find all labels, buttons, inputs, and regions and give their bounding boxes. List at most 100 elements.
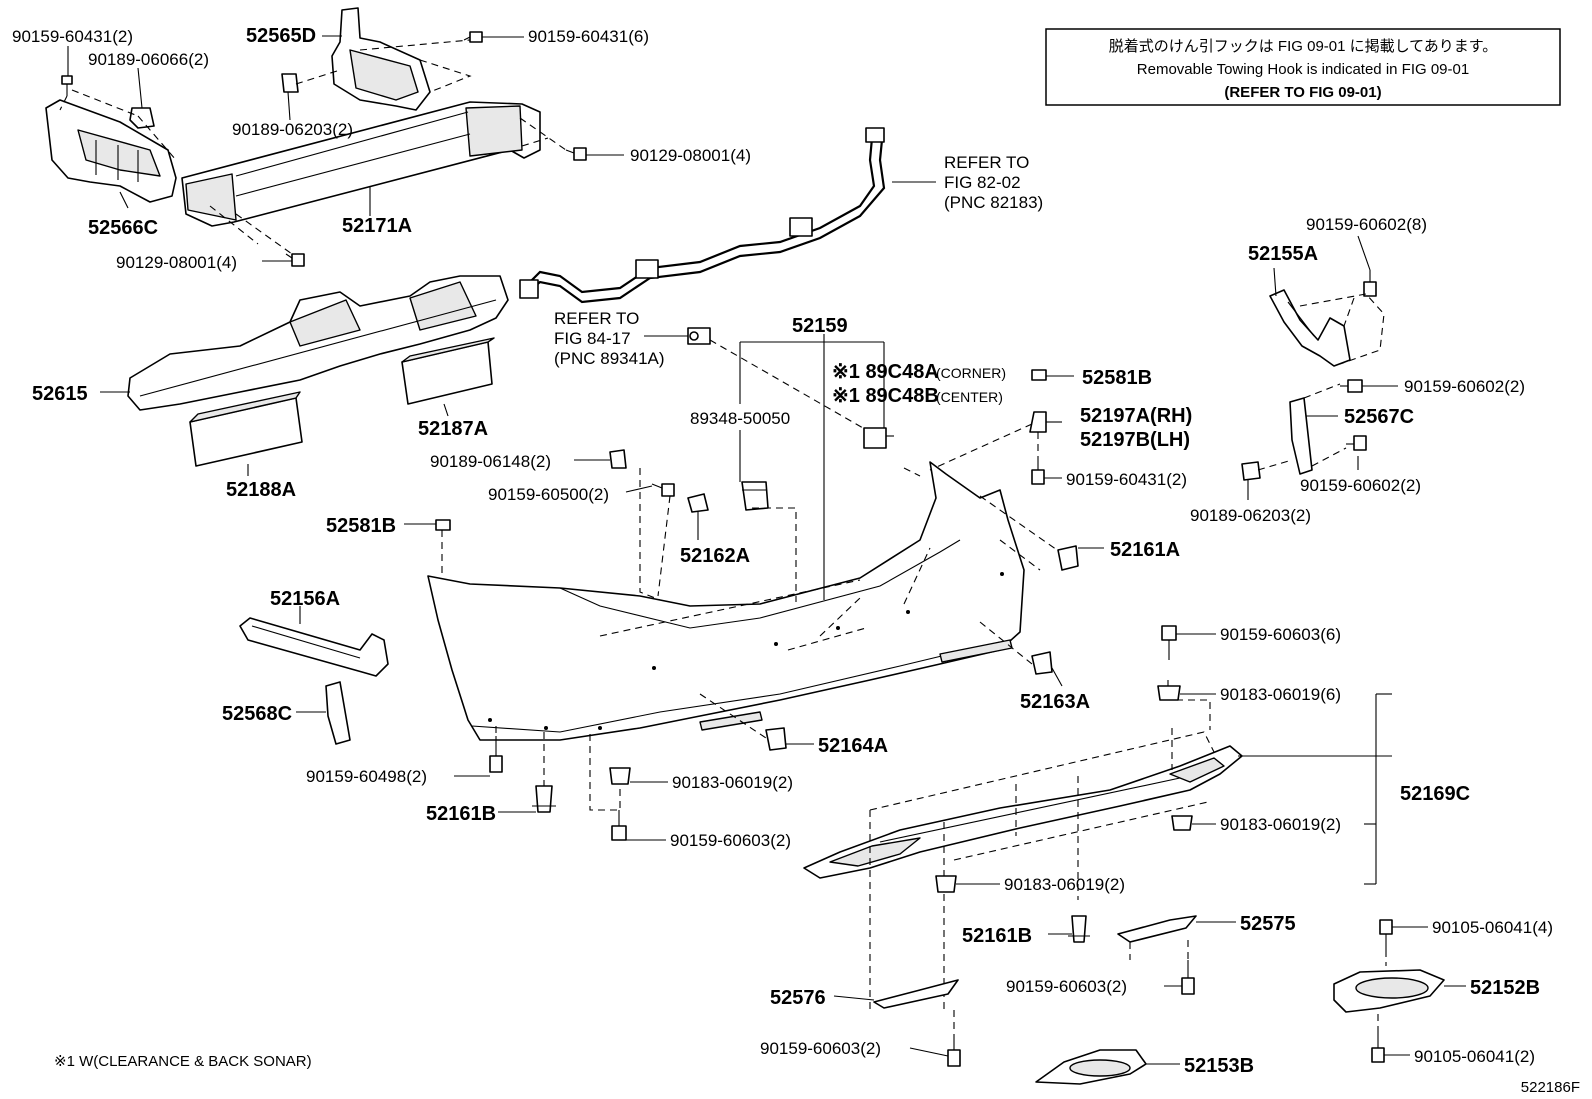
clip-icon — [1241, 461, 1261, 481]
bolt-icon — [565, 147, 587, 161]
bolt-icon — [463, 31, 483, 43]
label-52575: 52575 — [1240, 913, 1296, 935]
ref-sensor-line1: REFER TO — [554, 309, 639, 328]
ref-harness-line3: (PNC 82183) — [944, 193, 1043, 212]
label-52576: 52576 — [770, 987, 826, 1009]
nut-icon — [1157, 685, 1181, 701]
label-52568c: 52568C — [222, 703, 292, 725]
label-90159-60498: 90159-60498(2) — [306, 767, 427, 786]
wire-harness — [519, 127, 886, 304]
label-90189-06066: 90189-06066(2) — [88, 50, 209, 69]
bolt-icon — [1346, 435, 1367, 451]
label-52161a: 52161A — [1110, 539, 1180, 561]
label-90183-06019-6: 90183-06019(6) — [1220, 685, 1341, 704]
label-52197b: 52197B(LH) — [1080, 429, 1190, 451]
label-52566c: 52566C — [88, 217, 158, 239]
bolt-icon — [1181, 960, 1195, 995]
sonar-corner-desc: (CORNER) — [936, 365, 1006, 381]
sonar-center-desc: (CENTER) — [936, 389, 1003, 405]
label-90159-60603-m: 90159-60603(2) — [1006, 977, 1127, 996]
label-89348-50050: 89348-50050 — [690, 409, 790, 428]
bracket-52566c — [45, 99, 177, 203]
label-52153b: 52153B — [1184, 1055, 1254, 1077]
bolt-icon — [285, 253, 305, 267]
label-90105-06041-t: 90105-06041(4) — [1432, 918, 1553, 937]
label-52155a: 52155A — [1248, 243, 1318, 265]
clip-icon — [1068, 915, 1090, 943]
label-52581b-r: 52581B — [1082, 367, 1152, 389]
retainer-52581b — [435, 519, 451, 531]
bracket-52576 — [873, 979, 959, 1009]
label-52156a: 52156A — [270, 588, 340, 610]
label-52163a: 52163A — [1020, 691, 1090, 713]
label-52565d: 52565D — [246, 25, 316, 47]
label-90159-60431-r: 90159-60431(2) — [1066, 470, 1187, 489]
label-52169c: 52169C — [1400, 783, 1470, 805]
label-90129-08001-r: 90129-08001(4) — [630, 146, 751, 165]
bolt-icon — [1363, 270, 1377, 297]
label-52581b-l: 52581B — [326, 515, 396, 537]
label-90159-60500: 90159-60500(2) — [488, 485, 609, 504]
nut-icon — [935, 875, 957, 893]
cap-52163a — [1031, 651, 1053, 675]
label-52162a: 52162A — [680, 545, 750, 567]
figure-id: 522186F — [1521, 1079, 1580, 1096]
label-90189-06203-r: 90189-06203(2) — [1190, 506, 1311, 525]
label-90189-06148: 90189-06148(2) — [430, 452, 551, 471]
bracket-52565d — [331, 7, 431, 111]
label-90183-06019-l: 90183-06019(2) — [672, 773, 793, 792]
clip-icon — [532, 785, 556, 813]
finisher-52153b — [1035, 1049, 1147, 1085]
bolt-icon — [651, 483, 675, 497]
bolt-icon — [489, 736, 503, 773]
notice-line-ja: 脱着式のけん引フックは FIG 09-01 に掲載してあります。 — [1109, 38, 1497, 55]
sensor-bracket-89348 — [741, 481, 769, 511]
clip-icon — [281, 73, 299, 93]
label-90159-60603-l: 90159-60603(2) — [670, 831, 791, 850]
bolt-icon — [947, 1036, 961, 1067]
label-52159: 52159 — [792, 315, 848, 337]
clip-icon — [609, 449, 627, 469]
label-52197a: 52197A(RH) — [1080, 405, 1192, 427]
bumper-cover-52159 — [427, 461, 1025, 741]
bolt-icon — [61, 75, 73, 96]
spacer-52188a — [189, 391, 303, 467]
retainer-52155a — [1269, 289, 1351, 367]
label-90159-60602-2a: 90159-60602(2) — [1404, 377, 1525, 396]
ref-harness-line2: FIG 82-02 — [944, 173, 1021, 192]
bolt-icon — [1371, 1030, 1385, 1063]
label-90183-06019-m1: 90183-06019(2) — [1220, 815, 1341, 834]
ref-harness-line1: REFER TO — [944, 153, 1029, 172]
cap-52161a — [1057, 545, 1079, 571]
label-90159-60602-2b: 90159-60602(2) — [1300, 476, 1421, 495]
cap-52164a — [765, 727, 787, 751]
diffuser-52169c — [803, 745, 1243, 879]
bolt-icon — [611, 810, 627, 841]
sonar-corner-code: ※1 89C48A — [832, 361, 939, 383]
notice-box: 脱着式のけん引フックは FIG 09-01 に掲載してあります。 Removab… — [1045, 28, 1561, 106]
label-52188a: 52188A — [226, 479, 296, 501]
spacer-52187a — [401, 337, 495, 405]
sensor-connector-icon — [687, 327, 711, 345]
label-90189-06203-top: 90189-06203(2) — [232, 120, 353, 139]
label-52567c: 52567C — [1344, 406, 1414, 428]
finisher-52152b — [1333, 969, 1445, 1013]
retainer-52567c — [1289, 397, 1313, 475]
label-90105-06041-b: 90105-06041(2) — [1414, 1047, 1535, 1066]
bracket-52197 — [1029, 411, 1047, 485]
notice-line-en: Removable Towing Hook is indicated in FI… — [1137, 61, 1469, 78]
label-52615: 52615 — [32, 383, 88, 405]
ref-sensor-line3: (PNC 89341A) — [554, 349, 665, 368]
label-90159-60602-8: 90159-60602(8) — [1306, 215, 1427, 234]
notice-line-ref: (REFER TO FIG 09-01) — [1224, 84, 1381, 101]
label-52161b-l: 52161B — [426, 803, 496, 825]
bolt-icon — [1340, 379, 1363, 393]
bracket-52575 — [1117, 915, 1197, 943]
label-90159-60431-tl: 90159-60431(2) — [12, 27, 133, 46]
absorber-52615 — [127, 275, 509, 411]
footnote: ※1 W(CLEARANCE & BACK SONAR) — [54, 1053, 312, 1070]
nut-icon — [1171, 815, 1193, 831]
cover-52162a — [687, 493, 709, 513]
leader-lines — [67, 35, 1466, 1065]
